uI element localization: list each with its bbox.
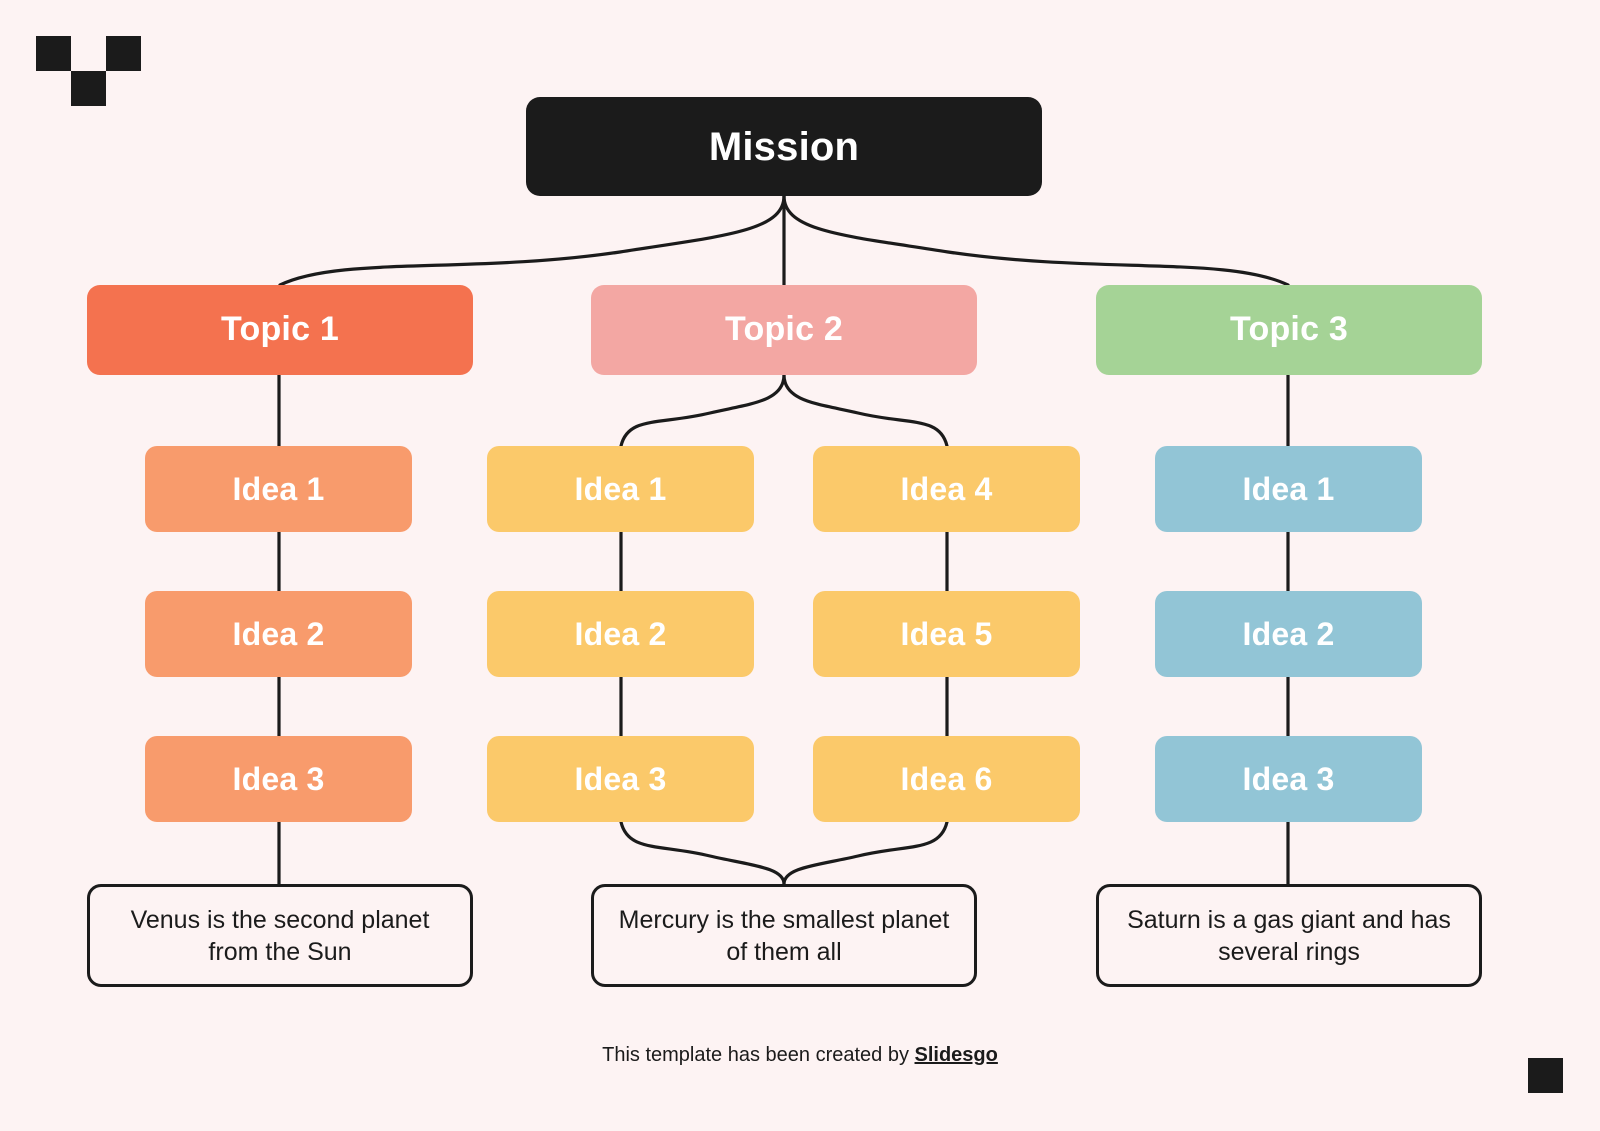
caption-box-2[interactable]: Mercury is the smallest planet of them a… [591, 884, 977, 987]
node-idea-col-c-1[interactable]: Idea 4 [813, 446, 1080, 532]
logo-square-center [71, 71, 106, 106]
node-idea-col-b-3[interactable]: Idea 3 [487, 736, 754, 822]
node-idea-col-d-1[interactable]: Idea 1 [1155, 446, 1422, 532]
node-idea-col-c-2[interactable]: Idea 5 [813, 591, 1080, 677]
connector-topic-2-to-column-c [782, 373, 949, 448]
caption-box-1[interactable]: Venus is the second planet from the Sun [87, 884, 473, 987]
footer-brand-link[interactable]: Slidesgo [914, 1044, 998, 1066]
logo-square-top-left [36, 36, 71, 71]
connector-mission-to-topic-1 [278, 194, 786, 287]
node-idea-col-b-1[interactable]: Idea 1 [487, 446, 754, 532]
corner-square-accent [1528, 1058, 1563, 1093]
connector-col-b-to-caption-2 [619, 820, 786, 886]
node-idea-col-d-3[interactable]: Idea 3 [1155, 736, 1422, 822]
node-idea-col-a-1[interactable]: Idea 1 [145, 446, 412, 532]
node-idea-col-d-2[interactable]: Idea 2 [1155, 591, 1422, 677]
node-idea-col-a-2[interactable]: Idea 2 [145, 591, 412, 677]
connector-topic-2-to-column-b [619, 373, 786, 448]
node-idea-col-c-3[interactable]: Idea 6 [813, 736, 1080, 822]
caption-box-3[interactable]: Saturn is a gas giant and has several ri… [1096, 884, 1482, 987]
node-mission[interactable]: Mission [526, 97, 1042, 196]
logo-square-top-right [106, 36, 141, 71]
footer-credit: This template has been created by Slides… [0, 1044, 1600, 1067]
node-topic-1[interactable]: Topic 1 [87, 285, 473, 375]
connector-mission-to-topic-3 [782, 194, 1290, 287]
connector-col-c-to-caption-2 [782, 820, 949, 886]
node-topic-3[interactable]: Topic 3 [1096, 285, 1482, 375]
footer-credit-text: This template has been created by [602, 1044, 915, 1066]
node-topic-2[interactable]: Topic 2 [591, 285, 977, 375]
node-idea-col-b-2[interactable]: Idea 2 [487, 591, 754, 677]
node-idea-col-a-3[interactable]: Idea 3 [145, 736, 412, 822]
